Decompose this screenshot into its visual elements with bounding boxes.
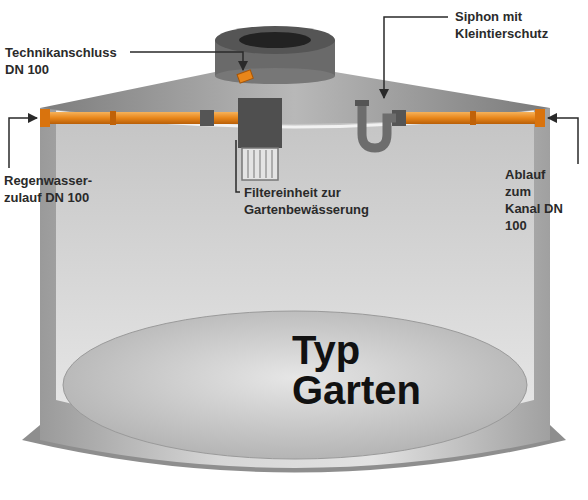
siphon-cap — [355, 100, 369, 106]
leader-line — [548, 118, 578, 164]
tank-floor — [63, 311, 527, 459]
siphon — [355, 100, 396, 148]
pipe-socket — [40, 109, 50, 127]
pipes — [40, 70, 545, 127]
neck-base — [215, 68, 335, 84]
pipe-band — [470, 111, 476, 125]
label-holder: Siphon mit Kleintierschutz — [455, 8, 573, 42]
label-holder: Typ Garten — [292, 330, 442, 410]
filter-grid — [248, 150, 272, 178]
label-holder: Filtereinheit zur Gartenbewässerung — [244, 184, 384, 218]
label-holder: Ablauf zum Kanal DN 100 — [505, 166, 565, 234]
neck-opening — [239, 32, 311, 48]
part-label: Regenwasser- zulauf DN 100 — [4, 172, 104, 206]
tank-body — [22, 26, 566, 473]
outlet-pipe — [395, 112, 545, 124]
label-holder: Technikanschluss DN 100 — [5, 44, 130, 78]
leader-line — [9, 118, 37, 168]
filter-basket — [242, 148, 278, 180]
tank-wall — [40, 108, 550, 468]
filter-housing — [238, 98, 282, 148]
leader-line — [384, 17, 448, 98]
filter-unit — [238, 98, 282, 180]
tech-port — [237, 70, 253, 83]
leader-lines — [9, 17, 578, 192]
part-label: Technikanschluss DN 100 — [5, 44, 130, 78]
label-holder: Regenwasser- zulauf DN 100 — [4, 172, 104, 206]
siphon-pipe — [362, 104, 396, 148]
pipe-band — [110, 111, 116, 125]
part-label: Filtereinheit zur Gartenbewässerung — [244, 184, 384, 218]
leader-line — [236, 140, 240, 192]
neck-top — [215, 26, 335, 54]
pipe-seal — [200, 110, 214, 126]
leader-line — [130, 52, 243, 70]
pipe-socket — [535, 109, 545, 127]
type-label: Typ Garten — [292, 330, 442, 410]
part-label: Siphon mit Kleintierschutz — [455, 8, 573, 42]
part-label: Ablauf zum Kanal DN 100 — [505, 166, 565, 234]
